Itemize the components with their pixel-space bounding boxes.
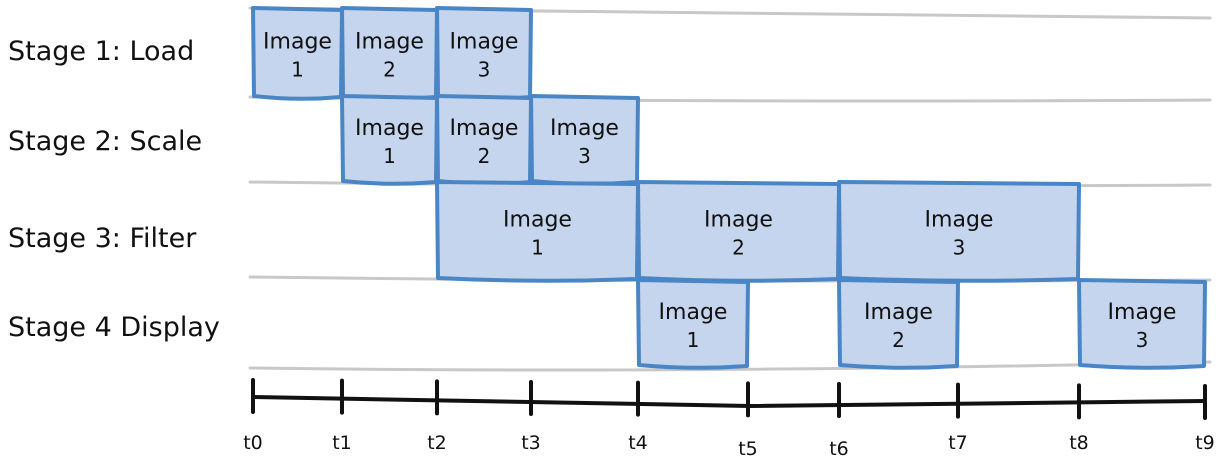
image-block-label: Image xyxy=(355,30,424,55)
image-block-number: 3 xyxy=(953,236,966,260)
time-tick-label: t4 xyxy=(628,432,648,454)
image-block-label: Image xyxy=(503,208,572,233)
image-block: Image 1 xyxy=(435,180,640,283)
image-block: Image 2 xyxy=(435,94,533,186)
image-block-number: 3 xyxy=(1136,328,1149,352)
image-block-label: Image xyxy=(450,30,519,55)
image-block-label: Image xyxy=(450,116,519,141)
image-block-label: Image xyxy=(925,208,994,233)
image-block-label: Image xyxy=(659,300,728,325)
image-block-rect xyxy=(636,278,750,370)
time-tick-label: t5 xyxy=(738,438,758,460)
image-block-number: 2 xyxy=(892,328,905,352)
image-block: Image 1 xyxy=(251,6,344,101)
image-block: Image 1 xyxy=(340,94,439,186)
image-block: Image 3 xyxy=(529,94,640,186)
image-block: Image 2 xyxy=(636,180,841,283)
image-block-number: 1 xyxy=(291,58,304,82)
image-block-label: Image xyxy=(263,30,332,55)
image-block-number: 2 xyxy=(478,144,491,168)
image-block-label: Image xyxy=(550,116,619,141)
image-block-number: 1 xyxy=(687,328,700,352)
image-blocks: Image1Image2Image3Image1Image2Image3Imag… xyxy=(251,6,1207,370)
image-block: Image 1 xyxy=(636,278,750,370)
stage-label: Stage 2: Scale xyxy=(8,126,202,157)
image-block-number: 2 xyxy=(732,236,745,260)
time-tick-label: t0 xyxy=(243,432,263,454)
image-block-rect xyxy=(837,278,960,370)
image-block: Image 2 xyxy=(340,6,439,101)
image-block-number: 2 xyxy=(383,58,396,82)
image-block-number: 1 xyxy=(531,236,544,260)
image-block-rect xyxy=(435,180,640,283)
time-tick-label: t8 xyxy=(1069,432,1089,454)
image-block-number: 3 xyxy=(578,144,591,168)
image-block: Image 3 xyxy=(1077,278,1207,370)
stage-label: Stage 4 Display xyxy=(8,312,220,343)
image-block: Image 3 xyxy=(837,180,1081,283)
time-tick-label: t6 xyxy=(829,438,849,460)
image-block-label: Image xyxy=(864,300,933,325)
stage-label: Stage 1: Load xyxy=(8,36,194,67)
time-tick-label: t9 xyxy=(1195,432,1215,454)
time-axis: t0 t1 t2 t3 t4 t5 t6 t7 t8 t9 xyxy=(243,378,1215,460)
image-block: Image 3 xyxy=(435,6,533,101)
image-block-label: Image xyxy=(1108,300,1177,325)
image-block-label: Image xyxy=(704,208,773,233)
image-block-rect xyxy=(1077,278,1207,370)
time-tick-label: t7 xyxy=(948,432,968,454)
image-block: Image 2 xyxy=(837,278,960,370)
image-block-number: 1 xyxy=(383,144,396,168)
image-block-label: Image xyxy=(355,116,424,141)
time-tick-label: t3 xyxy=(521,432,541,454)
time-axis-line xyxy=(251,395,1207,409)
stage-label: Stage 3: Filter xyxy=(8,223,197,254)
time-tick-label: t1 xyxy=(332,432,352,454)
image-block-number: 3 xyxy=(478,58,491,82)
time-tick-label: t2 xyxy=(427,432,447,454)
